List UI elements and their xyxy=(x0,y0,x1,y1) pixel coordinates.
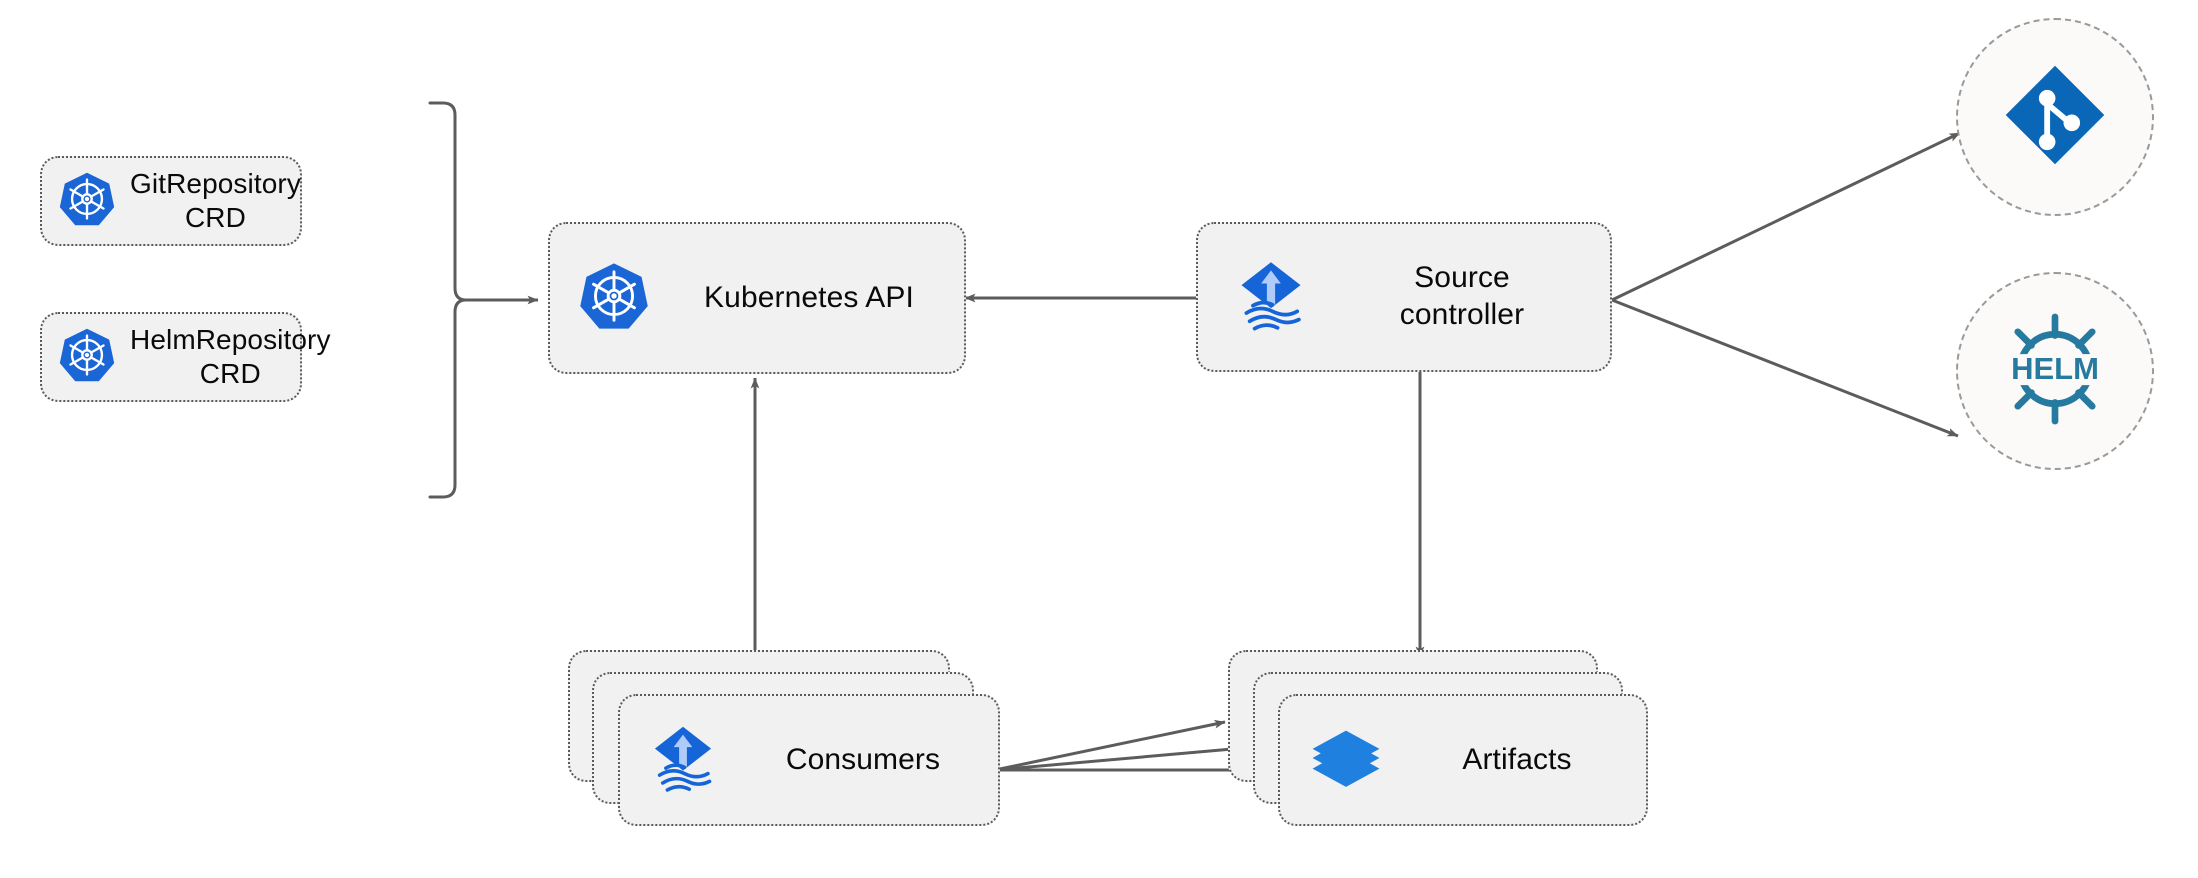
edge-source-to-git xyxy=(1611,131,1961,302)
node-label: GitRepository CRD xyxy=(130,167,301,233)
node-label: Kubernetes API xyxy=(704,280,914,314)
edge-consumers-to-artifacts-2 xyxy=(994,743,1256,772)
crd-group-bracket xyxy=(428,101,467,499)
node-helmrepository-crd[interactable]: HelmRepository CRD xyxy=(40,312,330,402)
layers-icon xyxy=(1308,720,1384,801)
node-artifacts[interactable]: Artifacts xyxy=(1278,694,1648,826)
node-consumers[interactable]: Consumers xyxy=(618,694,1000,826)
flux-icon xyxy=(644,719,722,802)
node-git[interactable] xyxy=(1956,18,2154,216)
flux-icon xyxy=(1230,254,1312,341)
node-label: Consumers xyxy=(785,742,941,776)
helm-icon: HELM xyxy=(1993,307,2117,436)
kubernetes-icon xyxy=(58,170,116,233)
node-label: HelmRepository CRD xyxy=(130,323,331,389)
kubernetes-icon xyxy=(58,326,116,389)
node-label: Source controller xyxy=(1399,261,1525,331)
node-helm[interactable]: HELM xyxy=(1956,272,2154,470)
node-label: Artifacts xyxy=(1462,742,1572,776)
helm-wordmark: HELM xyxy=(2011,350,2099,385)
node-source-controller[interactable]: Source controller xyxy=(1196,222,1612,372)
kubernetes-icon xyxy=(578,260,650,337)
edge-source-to-helm xyxy=(1611,298,1959,438)
edge-consumers-to-artifacts-1 xyxy=(994,719,1226,772)
node-kubernetes-api[interactable]: Kubernetes API xyxy=(548,222,966,374)
node-gitrepository-crd[interactable]: GitRepository CRD xyxy=(40,156,302,246)
git-icon xyxy=(1999,59,2111,176)
